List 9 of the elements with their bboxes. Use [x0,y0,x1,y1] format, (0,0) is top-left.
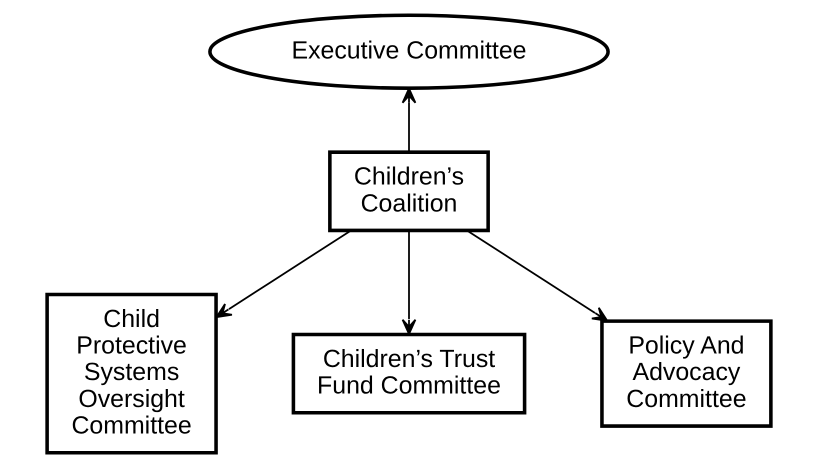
node-box: Policy And Advocacy Committee [600,319,772,428]
arrow [215,230,351,318]
arrow [401,88,416,152]
node-box: Child Protective Systems Oversight Committee [44,292,218,455]
node-box: Children’s Coalition [328,150,490,232]
node-ellipse: Executive Committee [208,13,610,90]
node-box: Children’s Trust Fund Committee [291,332,526,414]
arrow [466,230,608,322]
arrow [401,231,416,335]
